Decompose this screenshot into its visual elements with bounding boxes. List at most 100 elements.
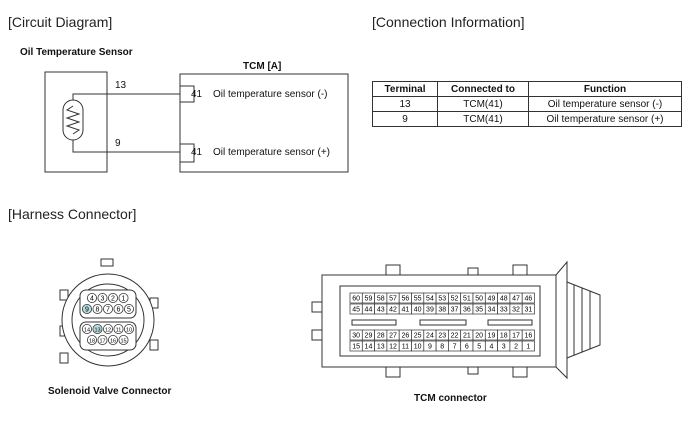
solenoid-pin-11 xyxy=(113,323,124,334)
tcm-pin-label: 25 xyxy=(414,333,422,340)
tcm-pin-lower-label: Oil temperature sensor (+) xyxy=(213,147,330,158)
solenoid-pin-label: 7 xyxy=(106,306,110,313)
tcm-pin-label: 17 xyxy=(512,333,520,340)
tcm-pin-46 xyxy=(521,292,535,304)
sensor-box xyxy=(44,71,108,173)
tcm-pin-label: 23 xyxy=(438,333,446,340)
tcm-pin-label: 11 xyxy=(402,344,409,351)
tcm-pin-label: 24 xyxy=(426,333,434,340)
tcm-pin-label: 46 xyxy=(524,296,532,303)
tcm-pin-label: 22 xyxy=(451,333,459,340)
tcm-pin-label: 8 xyxy=(440,344,444,351)
solenoid-pin-17 xyxy=(97,334,108,345)
tcm-pin-label: 20 xyxy=(475,333,483,340)
tcm-pin-label: 58 xyxy=(377,296,385,303)
solenoid-pin-label: 11 xyxy=(116,327,122,333)
solenoid-pin-1 xyxy=(118,292,129,303)
tcm-pin-label: 5 xyxy=(477,344,481,351)
table-row: 9 TCM(41) Oil temperature sensor (+) xyxy=(372,111,682,127)
wire-pin-13-label: 13 xyxy=(115,80,127,91)
solenoid-pin-label: 15 xyxy=(120,338,126,344)
cell-function: Oil temperature sensor (+) xyxy=(528,111,682,127)
tcm-pin-lower-number: 41 xyxy=(191,147,203,158)
solenoid-pin-label: 12 xyxy=(105,327,111,333)
connection-table: Terminal Connected to Function 13 TCM(41… xyxy=(372,81,682,127)
solenoid-pin-label: 4 xyxy=(90,295,94,302)
tcm-pin-label: 43 xyxy=(377,307,385,314)
tcm-pin-label: 56 xyxy=(401,296,409,303)
tcm-box xyxy=(179,73,349,173)
tcm-pin-label: 14 xyxy=(365,344,373,351)
cell-connected-to: TCM(41) xyxy=(437,111,529,127)
tcm-pin-label: 60 xyxy=(352,296,360,303)
tcm-pin-label: 16 xyxy=(524,333,532,340)
tcm-pin-label: 18 xyxy=(500,333,508,340)
solenoid-pin-16 xyxy=(108,334,119,345)
tcm-pin-label: 57 xyxy=(389,296,397,303)
table-row: 13 TCM(41) Oil temperature sensor (-) xyxy=(372,96,682,112)
tcm-pin-label: 52 xyxy=(451,296,459,303)
tcm-pin-label: 39 xyxy=(426,307,434,314)
tcm-pin-label: 12 xyxy=(389,344,397,351)
solenoid-pin-18 xyxy=(87,334,98,345)
solenoid-pin-13 xyxy=(92,323,103,334)
tcm-pin-label: 51 xyxy=(463,296,471,303)
circuit-diagram-heading: [Circuit Diagram] xyxy=(8,14,113,30)
tcm-pin-label: 19 xyxy=(488,333,496,340)
tcm-pin-1 xyxy=(521,340,535,352)
tcm-pin-label: 30 xyxy=(352,333,360,340)
solenoid-pin-label: 10 xyxy=(126,327,132,333)
solenoid-pin-label: 18 xyxy=(89,338,95,344)
tcm-pin-upper-label: Oil temperature sensor (-) xyxy=(213,89,328,100)
tcm-pin-label: 53 xyxy=(438,296,446,303)
tcm-pin-label: 10 xyxy=(414,344,422,351)
sensor-title: Oil Temperature Sensor xyxy=(20,47,133,58)
tcm-pin-label: 4 xyxy=(489,344,493,351)
solenoid-pin-label: 2 xyxy=(111,295,115,302)
wire-pin-9-label: 9 xyxy=(115,138,121,149)
tcm-pin-label: 28 xyxy=(377,333,385,340)
connection-info-heading: [Connection Information] xyxy=(372,14,525,30)
tcm-pin-label: 55 xyxy=(414,296,422,303)
tcm-pin-label: 36 xyxy=(463,307,471,314)
solenoid-pin-10 xyxy=(124,323,135,334)
solenoid-pin-12 xyxy=(103,323,114,334)
solenoid-pin-6 xyxy=(113,303,124,314)
solenoid-pin-15 xyxy=(118,334,129,345)
tcm-pin-label: 41 xyxy=(401,307,409,314)
tcm-pin-label: 44 xyxy=(365,307,373,314)
harness-connector-heading: [Harness Connector] xyxy=(8,206,137,222)
solenoid-pin-label: 6 xyxy=(117,306,121,313)
tcm-pin-label: 7 xyxy=(453,344,457,351)
solenoid-pin-7 xyxy=(103,303,114,314)
tcm-pin-label: 29 xyxy=(365,333,373,340)
tcm-pin-label: 1 xyxy=(526,344,530,351)
solenoid-pin-label: 16 xyxy=(110,338,116,344)
tcm-pin-label: 48 xyxy=(500,296,508,303)
solenoid-pin-4 xyxy=(87,292,98,303)
tcm-pin-label: 37 xyxy=(451,307,459,314)
tcm-pin-label: 3 xyxy=(502,344,506,351)
tcm-pin-label: 42 xyxy=(389,307,397,314)
solenoid-pin-label: 17 xyxy=(99,338,105,344)
solenoid-pin-3 xyxy=(97,292,108,303)
tcm-pin-label: 33 xyxy=(500,307,508,314)
tcm-pin-label: 59 xyxy=(365,296,373,303)
tcm-pin-16 xyxy=(521,329,535,341)
tcm-pin-label: 6 xyxy=(465,344,469,351)
tcm-pin-label: 49 xyxy=(488,296,496,303)
tcm-title: TCM [A] xyxy=(243,61,282,72)
tcm-pin-label: 35 xyxy=(475,307,483,314)
solenoid-caption: Solenoid Valve Connector xyxy=(48,386,172,397)
tcm-pin-label: 27 xyxy=(389,333,397,340)
tcm-pin-label: 26 xyxy=(401,333,409,340)
tcm-pin-label: 40 xyxy=(414,307,422,314)
tcm-pin-label: 21 xyxy=(463,333,471,340)
tcm-pin-upper-number: 41 xyxy=(191,89,203,100)
tcm-pin-label: 9 xyxy=(428,344,432,351)
solenoid-pin-14 xyxy=(82,323,93,334)
tcm-pin-31 xyxy=(521,303,535,315)
